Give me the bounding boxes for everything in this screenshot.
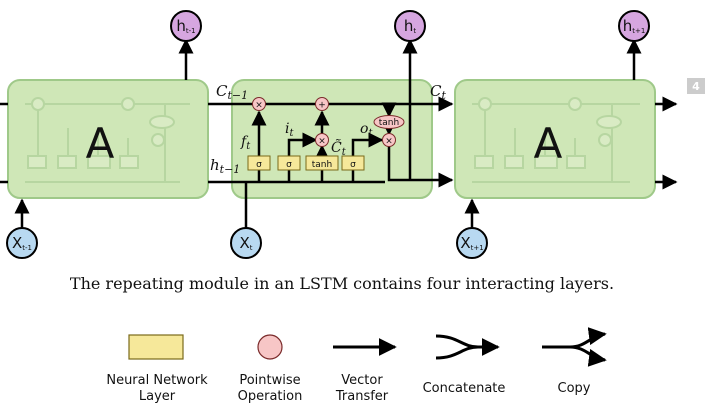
diagram-caption: The repeating module in an LSTM contains… <box>70 274 614 293</box>
input-gate-layer <box>277 155 301 171</box>
svg-text:+: + <box>318 101 326 111</box>
inter-cell-arrows <box>0 96 678 190</box>
legend-copy <box>542 327 607 367</box>
input-multiply <box>315 133 329 147</box>
forget-gate-layer <box>247 155 271 171</box>
right-cell-label: A <box>534 119 563 168</box>
label-c-next: Ct <box>430 82 446 102</box>
label-i: it <box>285 121 294 139</box>
forget-multiply <box>252 97 266 111</box>
left-cell-label: A <box>86 119 115 168</box>
output-arrows <box>178 38 642 80</box>
svg-text:Layer: Layer <box>139 389 176 404</box>
input-node-middle <box>230 227 262 259</box>
svg-text:Transfer: Transfer <box>335 389 389 404</box>
output-multiply <box>382 133 396 147</box>
legend-vector-transfer: Vector Transfer <box>333 338 397 404</box>
svg-text:Operation: Operation <box>238 389 303 404</box>
output-node-right <box>618 10 650 42</box>
svg-text:ht+1: ht+1 <box>623 17 646 35</box>
svg-text:ht-1: ht-1 <box>176 17 195 35</box>
legend-concatenate <box>435 334 500 360</box>
cell-add <box>315 97 329 111</box>
forget-gate-label: σ <box>256 160 262 170</box>
left-cell-ghost-lines <box>25 97 190 183</box>
legend-nn-layer: Neural Network Layer <box>106 334 208 404</box>
candidate-label: tanh <box>312 160 332 170</box>
legend-pointwise: Pointwise Operation <box>238 334 303 404</box>
left-cell: A <box>7 79 209 199</box>
nn-layers: σ σ tanh σ <box>247 155 365 171</box>
slide-number-badge: 4 <box>687 78 705 94</box>
svg-text:×: × <box>255 101 263 111</box>
input-arrows <box>14 182 480 228</box>
candidate-layer <box>305 155 339 171</box>
middle-cell-wiring <box>240 38 432 184</box>
svg-text:Pointwise: Pointwise <box>239 373 300 388</box>
legend-copy-label: Copy <box>558 381 591 396</box>
svg-text:×: × <box>318 137 326 147</box>
label-o: ot <box>360 121 373 139</box>
right-cell-ghost-lines <box>472 97 640 183</box>
svg-text:Vector: Vector <box>341 373 383 388</box>
svg-text:Xt: Xt <box>239 234 252 252</box>
edge-labels: Ct−1 Ct ht−1 ft it C̃t ot <box>210 82 446 176</box>
label-f: ft <box>240 134 251 152</box>
output-tanh <box>373 115 405 129</box>
svg-text:Neural Network: Neural Network <box>106 373 208 388</box>
svg-text:4: 4 <box>692 80 700 93</box>
legend-concatenate-label: Concatenate <box>423 381 506 396</box>
output-gate-layer <box>341 155 365 171</box>
output-node-left <box>170 10 202 42</box>
label-c-prev: Ct−1 <box>216 82 248 102</box>
label-h-prev: ht−1 <box>210 156 240 176</box>
input-nodes: Xt-1 Xt Xt+1 <box>6 227 488 259</box>
right-cell: A <box>454 79 656 199</box>
svg-text:×: × <box>385 137 393 147</box>
svg-text:Xt-1: Xt-1 <box>12 234 32 252</box>
legend: Neural Network Layer Pointwise Operation… <box>106 327 607 404</box>
input-node-left <box>6 227 38 259</box>
svg-text:ht: ht <box>404 17 417 35</box>
pointwise-ops: × + × tanh × <box>252 97 405 147</box>
output-gate-label: σ <box>350 160 356 170</box>
svg-text:Xt+1: Xt+1 <box>460 234 483 252</box>
label-c-tilde: C̃t <box>331 138 347 158</box>
input-gate-label: σ <box>286 160 292 170</box>
output-nodes: ht-1 ht ht+1 <box>170 10 650 42</box>
output-node-middle <box>394 10 426 42</box>
input-node-right <box>456 227 488 259</box>
svg-text:tanh: tanh <box>379 118 399 128</box>
